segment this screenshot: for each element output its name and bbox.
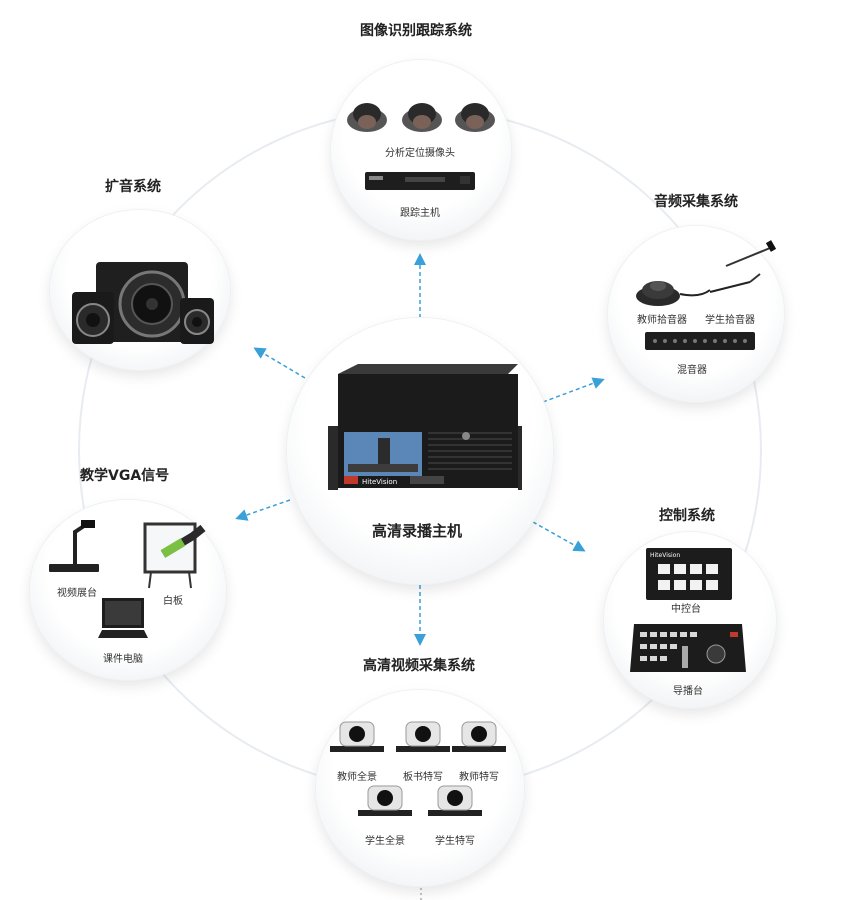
label-student-closeup: 学生特写 — [435, 836, 475, 847]
whiteboard-icon — [143, 522, 206, 589]
mixer-icon — [645, 332, 755, 350]
hd-video-title: 高清视频采集系统 — [363, 658, 475, 674]
label-central-control: 中控台 — [671, 604, 701, 615]
arrow-left — [235, 499, 291, 521]
arrow-upper-right — [542, 377, 605, 403]
label-whiteboard: 白板 — [163, 596, 183, 607]
ptz-camera-icon — [330, 721, 506, 816]
dome-camera-icon — [347, 103, 495, 132]
laptop-icon — [98, 598, 148, 638]
brand-text: HiteVision — [362, 478, 397, 486]
image-tracking-node — [331, 60, 511, 240]
visualizer-icon — [49, 520, 99, 572]
label-visualizer: 视频展台 — [57, 588, 97, 599]
label-teacher-panorama: 教师全景 — [337, 772, 377, 783]
speaker-icon — [72, 262, 214, 344]
label-student-panorama: 学生全景 — [365, 836, 405, 847]
audio-title: 音频采集系统 — [654, 194, 738, 210]
vga-title: 教学VGA信号 — [80, 468, 170, 484]
label-analysis-camera: 分析定位摄像头 — [385, 148, 455, 159]
arrow-lower-right — [532, 521, 586, 552]
image-tracking-title: 图像识别跟踪系统 — [360, 23, 472, 39]
camera-teacher-panorama — [330, 721, 384, 752]
label-teacher-mic: 教师拾音器 — [637, 315, 687, 326]
camera-student-closeup — [428, 785, 482, 816]
label-teacher-closeup: 教师特写 — [459, 772, 499, 783]
label-student-mic: 学生拾音器 — [705, 315, 755, 326]
recording-host-title: 高清录播主机 — [372, 522, 463, 540]
tracking-host-icon — [365, 172, 475, 190]
arrow-upper-left — [253, 347, 306, 379]
label-blackboard-closeup: 板书特写 — [403, 772, 443, 783]
recording-host-icon: HiteVision — [328, 364, 522, 490]
label-courseware-pc: 课件电脑 — [103, 654, 143, 665]
camera-blackboard-closeup — [396, 721, 450, 752]
microphone-icon — [636, 240, 777, 306]
control-title: 控制系统 — [659, 508, 715, 524]
control-brand-text: HiteVision — [650, 552, 680, 559]
label-mixer: 混音器 — [677, 365, 707, 376]
director-console-icon — [630, 624, 746, 672]
control-panel-icon: HiteVision — [646, 548, 732, 600]
camera-student-panorama — [358, 785, 412, 816]
label-director-console: 导播台 — [673, 686, 703, 697]
label-tracking-host: 跟踪主机 — [400, 208, 440, 219]
camera-teacher-closeup — [452, 721, 506, 752]
amplification-title: 扩音系统 — [105, 179, 161, 195]
